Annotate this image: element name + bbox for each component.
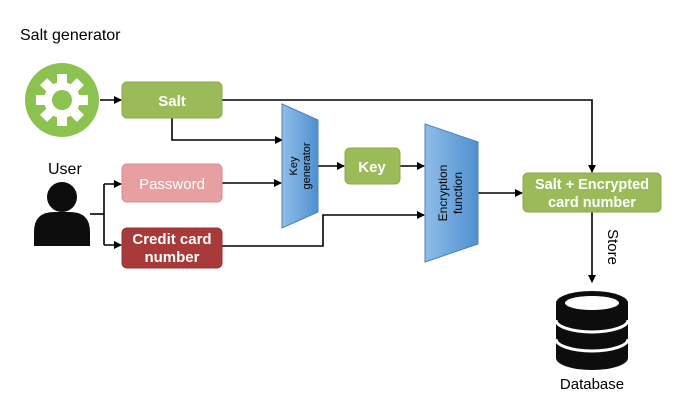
salt-label: Salt (158, 93, 186, 110)
user-label: User (48, 161, 82, 178)
store-label: Store (604, 229, 621, 265)
key-box: Key (344, 147, 401, 185)
credit-card-label-line2: number (144, 249, 199, 266)
key-generator-label-line2: generator (301, 142, 313, 189)
password-label: Password (139, 176, 205, 193)
encryption-label-line2: function (451, 172, 465, 214)
key-label: Key (358, 159, 386, 176)
connectors (90, 96, 596, 283)
salt-generator-label: Salt generator (20, 27, 121, 44)
encryption-function-block: Encryption function (424, 123, 479, 263)
database-label: Database (560, 376, 624, 393)
encryption-label-line1: Encryption (436, 165, 450, 222)
salt-encrypted-output-box: Salt + Encrypted card number (522, 172, 662, 213)
key-generator-label-line1: Key (288, 156, 300, 175)
password-box: Password (121, 163, 223, 203)
credit-card-label-line1: Credit card (132, 231, 211, 248)
gear-icon (25, 63, 99, 137)
database-icon (554, 291, 630, 370)
key-generator-block: Key generator (281, 103, 319, 229)
salt-box: Salt (121, 81, 223, 119)
user-icon (34, 182, 90, 246)
output-label-line2: card number (548, 195, 636, 211)
credit-card-box: Credit card number (121, 227, 223, 269)
output-label-line1: Salt + Encrypted (535, 177, 649, 193)
